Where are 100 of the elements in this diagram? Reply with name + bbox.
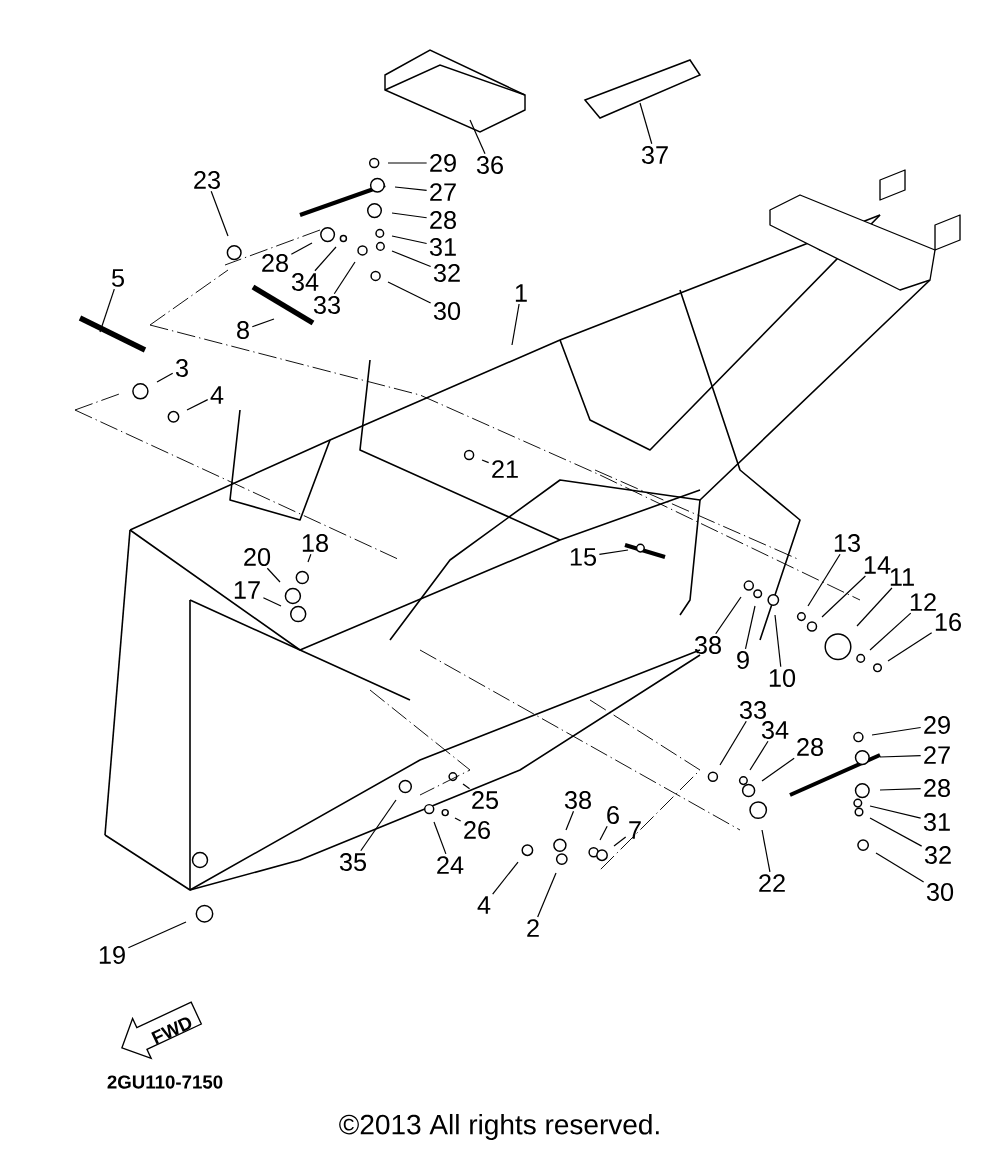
leader-line — [266, 567, 281, 583]
callout-number: 10 — [769, 669, 796, 687]
leader-line — [749, 740, 769, 771]
copyright-notice: ©2013 All rights reserved. — [339, 1113, 659, 1141]
leader-line — [856, 587, 893, 627]
leader-line — [869, 805, 922, 819]
callout-number: 12 — [910, 593, 936, 611]
leader-line — [391, 235, 428, 245]
leader-line — [761, 829, 771, 873]
leader-line — [314, 246, 337, 272]
callout-number: 26 — [464, 821, 490, 839]
part-code: 2GU110-7150 — [107, 1075, 223, 1089]
leader-line — [210, 190, 229, 237]
direction-label: FWD — [151, 1017, 192, 1045]
callout-number: 8 — [237, 321, 249, 339]
callout-number: 28 — [797, 738, 823, 756]
callout-number: 36 — [476, 156, 503, 174]
leader-line — [599, 825, 608, 841]
callout-number: 13 — [834, 534, 860, 552]
callout-number: 31 — [923, 813, 950, 831]
leader-line — [360, 799, 397, 852]
leader-line — [492, 861, 519, 895]
leader-line — [869, 612, 912, 651]
callout-number: 2 — [527, 919, 539, 937]
leader-line — [454, 817, 462, 822]
callout-number: 29 — [430, 154, 456, 172]
leader-line — [156, 372, 174, 383]
callout-number: 17 — [234, 581, 260, 599]
leader-line — [871, 726, 922, 736]
callout-number: 16 — [935, 613, 961, 631]
callout-number: 38 — [694, 636, 721, 654]
leader-line — [875, 852, 925, 883]
callout-number: 38 — [564, 791, 591, 809]
leader-line — [774, 614, 782, 668]
callout-number: 20 — [244, 548, 271, 566]
callout-number: 18 — [302, 534, 328, 552]
leader-line — [251, 318, 275, 328]
leader-line — [462, 783, 471, 790]
leader-line — [639, 102, 653, 145]
callout-number: 27 — [430, 183, 456, 201]
leader-line — [719, 720, 747, 766]
callout-number: 6 — [607, 806, 619, 824]
callout-number: 1 — [515, 284, 527, 302]
leader-line — [821, 575, 866, 618]
callout-number: 23 — [194, 171, 220, 189]
callout-number: 22 — [759, 874, 785, 892]
callout-number: 5 — [111, 269, 124, 287]
callout-number: 30 — [433, 302, 461, 320]
callout-number: 11 — [890, 568, 914, 586]
leader-line — [869, 817, 923, 847]
leader-line — [469, 119, 486, 155]
callout-number: 31 — [429, 238, 456, 256]
leader-line — [613, 836, 627, 847]
leader-line — [387, 281, 432, 304]
callout-number: 3 — [175, 359, 188, 377]
leader-line — [262, 597, 282, 607]
callout-number: 34 — [291, 273, 319, 291]
callout-number: 7 — [629, 821, 641, 839]
callout-number: 21 — [492, 460, 518, 478]
leader-line — [715, 596, 742, 635]
leader-line — [290, 242, 313, 255]
leader-line — [387, 162, 428, 164]
callout-number: 4 — [477, 896, 491, 914]
callout-number: 4 — [210, 386, 224, 404]
callout-number: 35 — [339, 853, 367, 871]
leader-line — [565, 810, 575, 831]
callout-number: 32 — [924, 846, 951, 864]
leader-line — [307, 553, 312, 563]
callout-number: 33 — [313, 296, 340, 314]
leader-line — [433, 821, 447, 855]
callout-number: 15 — [570, 548, 597, 566]
callout-number: 14 — [864, 556, 891, 574]
leader-line — [761, 757, 795, 782]
leader-line — [598, 549, 629, 556]
leader-line — [391, 250, 432, 268]
leader-line — [391, 212, 428, 219]
callout-number: 37 — [641, 146, 668, 164]
callout-number: 25 — [472, 791, 499, 809]
callout-number: 27 — [924, 746, 950, 764]
leader-line — [127, 921, 187, 949]
callout-number: 28 — [430, 211, 456, 229]
leader-line — [744, 605, 756, 650]
leader-line — [807, 553, 841, 607]
callout-number: 9 — [737, 651, 749, 669]
leader-line — [537, 872, 557, 918]
callout-number: 24 — [437, 856, 464, 874]
callout-number: 32 — [433, 264, 460, 282]
callout-number: 28 — [262, 254, 288, 272]
callout-number: 19 — [99, 946, 125, 964]
callout-number: 29 — [924, 716, 950, 734]
leader-line — [887, 632, 933, 662]
leader-line — [879, 788, 922, 791]
leader-line — [333, 261, 356, 295]
callout-number: 30 — [926, 883, 954, 901]
leader-line — [481, 459, 490, 464]
leader-line — [99, 288, 115, 333]
callout-number: 28 — [924, 779, 950, 797]
leader-line — [511, 303, 520, 346]
callout-number: 33 — [739, 701, 766, 719]
leader-line — [186, 399, 209, 411]
